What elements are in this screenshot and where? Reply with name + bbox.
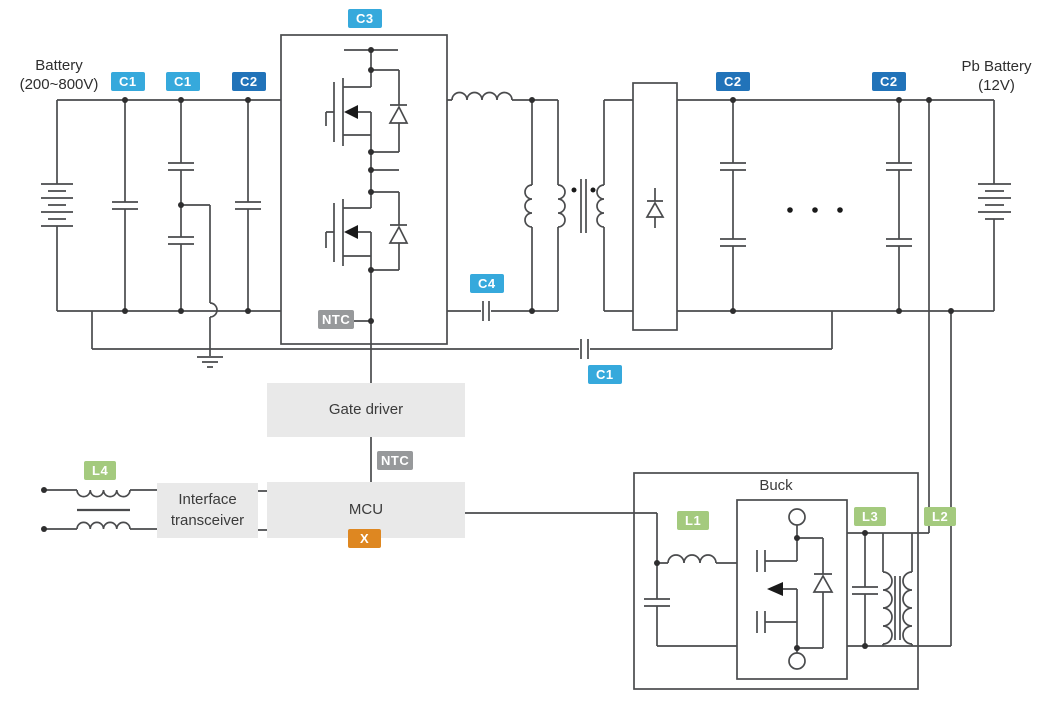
badge-l1-inductor: L1 <box>677 511 710 530</box>
badge-ntc-module: NTC <box>318 310 355 329</box>
hv-battery-symbol <box>41 100 73 311</box>
resonant-cap-c4 <box>447 301 532 321</box>
input-filter-cap-c1a <box>112 100 138 311</box>
lv-battery-label: Pb Battery (12V) <box>944 58 1049 96</box>
output-caps-c2b <box>720 100 746 311</box>
badge-c2-input: C2 <box>232 72 266 91</box>
buck-label: Buck <box>759 477 793 494</box>
buck-output-cap <box>852 533 878 646</box>
gate-driver-block: Gate driver <box>267 383 465 437</box>
winding-phase-dot <box>571 187 577 193</box>
rectifier-diode-icon <box>645 201 665 218</box>
buck-output-rails <box>847 532 951 647</box>
lv-battery-symbol <box>978 100 1011 311</box>
l1-inductor <box>657 554 737 564</box>
mcu-block: MCU <box>267 482 465 538</box>
mosfet-arrow <box>767 582 783 596</box>
badge-ntc-mcu: NTC <box>377 451 414 470</box>
hv-bus-wires <box>57 99 281 312</box>
badge-c1-series: C1 <box>166 72 200 91</box>
l3-choke-winding <box>902 533 913 646</box>
badge-c3-module: C3 <box>348 9 382 28</box>
hv-battery-label-line2: (200~800V) <box>19 75 99 93</box>
body-diode-icon <box>388 105 409 124</box>
midpoint-ground-wire <box>181 204 218 356</box>
mosfet-arrow <box>344 225 358 239</box>
body-diode-icon <box>388 225 409 244</box>
y-cap-c1-link <box>91 311 833 359</box>
buck-terminal-bottom <box>788 652 806 670</box>
hv-battery-label-line1: Battery <box>35 57 83 74</box>
interface-transceiver-block: Interface transceiver <box>157 483 258 538</box>
lv-bus-wires <box>677 99 994 312</box>
winding-phase-dot <box>590 187 596 193</box>
input-filter-cap-c2a <box>235 100 261 311</box>
l4-choke <box>44 489 157 530</box>
transformer <box>524 99 633 312</box>
control-wires <box>258 344 657 531</box>
lv-battery-label-line2: (12V) <box>978 76 1015 94</box>
buck-converter <box>633 472 951 690</box>
badge-x-mcu: X <box>348 529 382 548</box>
badge-c4-resonant: C4 <box>470 274 504 293</box>
resonant-inductor <box>447 91 558 101</box>
badge-c2-output-2: C2 <box>872 72 906 91</box>
badge-l2-wire: L2 <box>924 507 957 526</box>
interface-label-line1: Interface <box>178 491 237 509</box>
badge-c2-output-1: C2 <box>716 72 750 91</box>
half-bridge-mosfets <box>325 49 409 344</box>
ellipsis-dots <box>787 207 843 213</box>
body-diode-icon <box>812 574 834 593</box>
badge-l4-choke: L4 <box>84 461 117 480</box>
mcu-label: MCU <box>348 500 384 518</box>
gate-driver-label: Gate driver <box>328 400 404 418</box>
power-module-box <box>280 34 448 345</box>
hv-battery-label: Battery (200~800V) <box>0 57 118 95</box>
badge-l3-choke: L3 <box>854 507 887 526</box>
l3-choke-winding <box>882 533 893 646</box>
output-caps-c2c <box>886 100 912 311</box>
junction-dots <box>41 47 954 651</box>
rectifier-box <box>632 82 678 331</box>
ground-symbol <box>197 356 223 368</box>
buck-feed-wires <box>928 100 952 646</box>
interface-label-line2: transceiver <box>170 511 245 529</box>
buck-box <box>633 472 919 690</box>
lv-battery-label-line1: Pb Battery <box>961 58 1032 75</box>
badge-c1-ycap: C1 <box>588 365 622 384</box>
badge-c1-input: C1 <box>111 72 145 91</box>
buck-input-cap <box>644 563 737 647</box>
buck-terminal-top <box>788 508 806 526</box>
mosfet-arrow <box>344 105 358 119</box>
